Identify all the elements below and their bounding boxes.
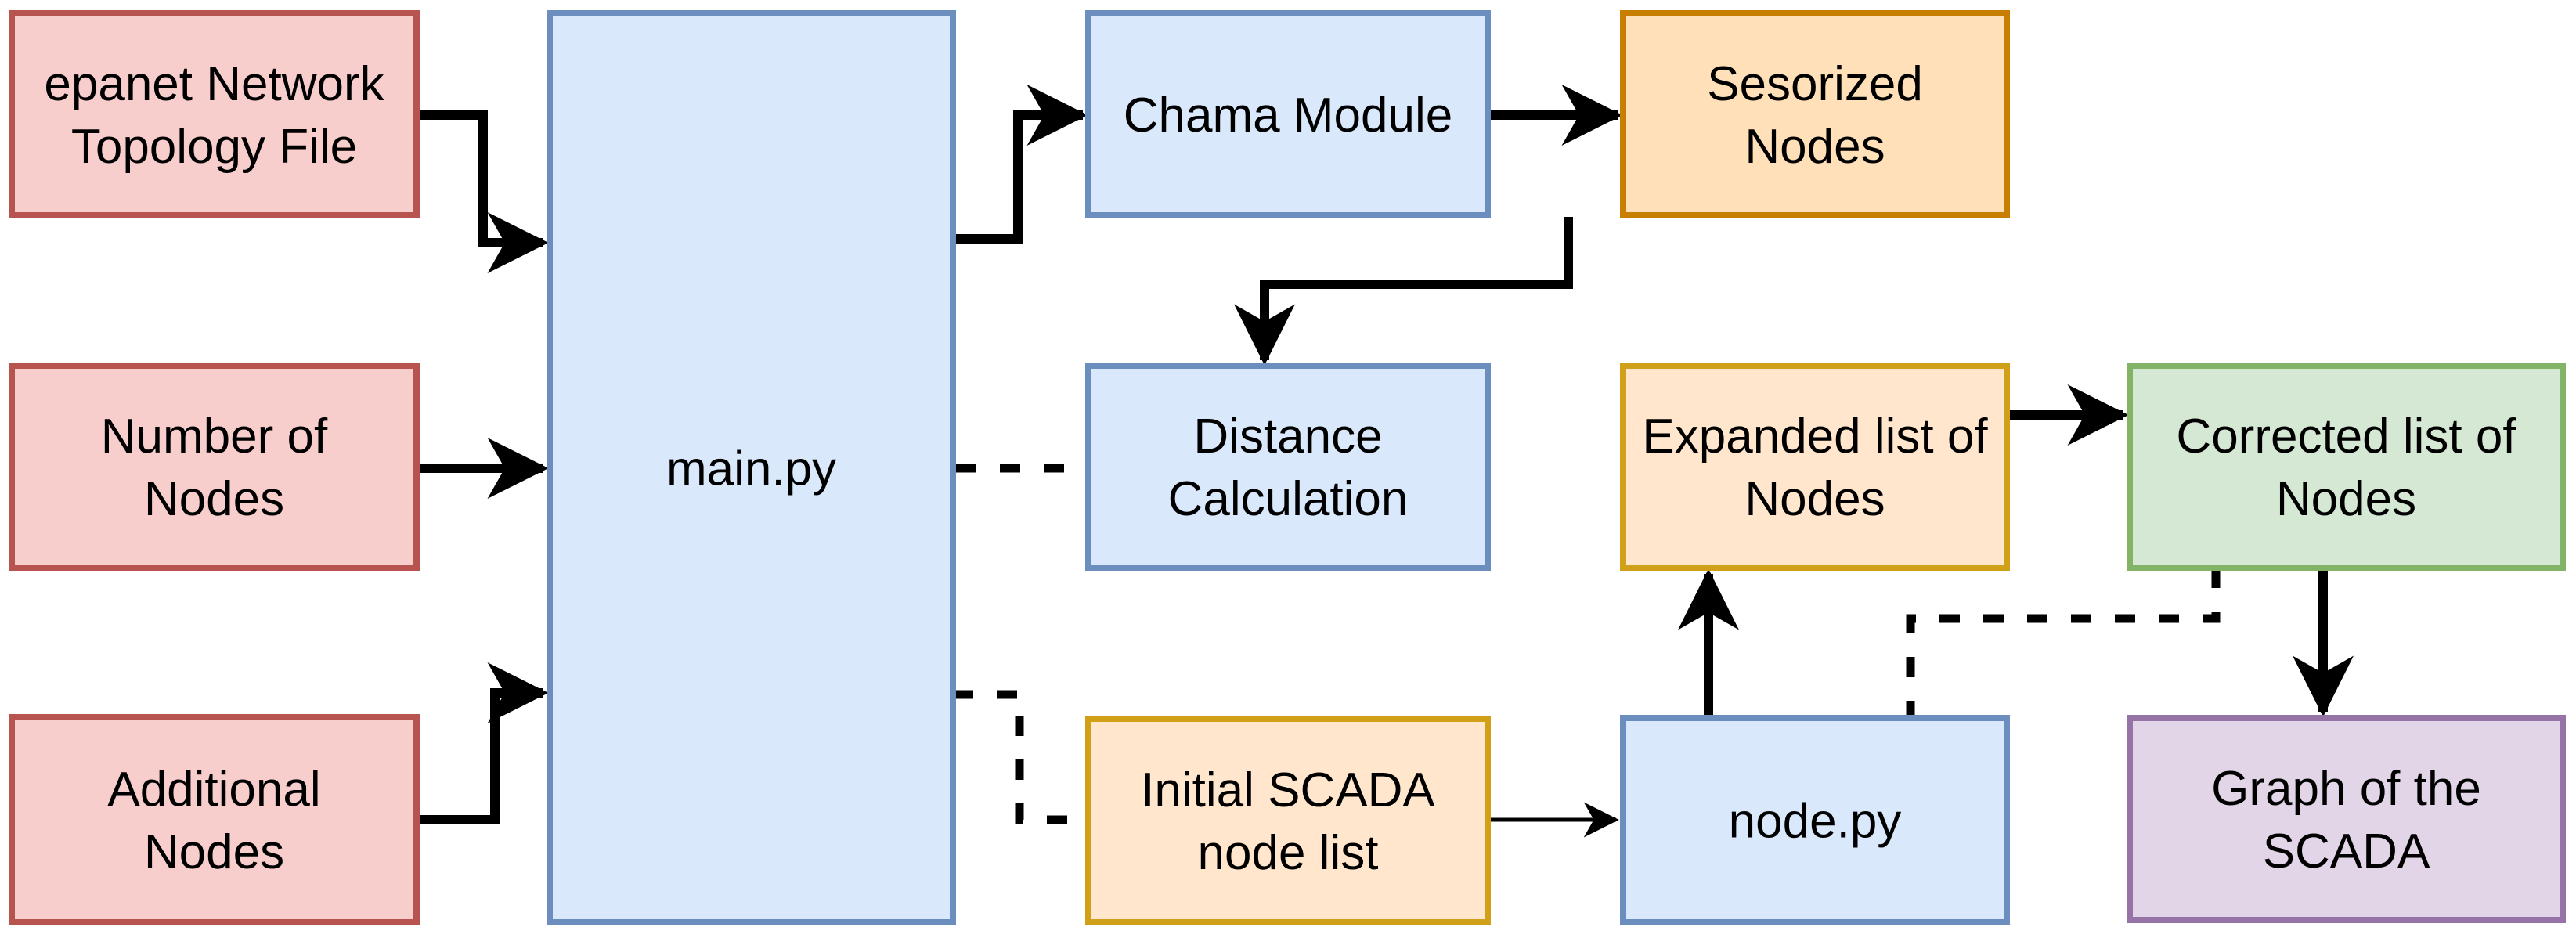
node-main-py-box (547, 10, 956, 925)
edge-main-to-chama (953, 85, 1088, 244)
edge-additional-to-main (417, 662, 549, 824)
node-main-py: main.py (547, 10, 956, 925)
node-chama-module: Chama Module (1085, 10, 1491, 218)
edge-epanet-to-main (417, 110, 549, 273)
node-chama-module-box (1085, 10, 1491, 218)
edge-corrected-to-nodepy (1906, 568, 2221, 715)
node-node-py-label: node.py (1729, 795, 1902, 849)
node-sesorized-nodes-box (1620, 10, 2010, 218)
node-corrected-list-box (2127, 363, 2566, 571)
node-additional-nodes-box (9, 714, 420, 925)
node-chama-module-label: Chama Module (1124, 88, 1452, 143)
node-graph-scada-box (2127, 715, 2566, 923)
edges-layer (417, 85, 2354, 838)
node-node-py-box (1620, 715, 2010, 925)
edge-main-to-initial (953, 690, 1085, 824)
node-node-py: node.py (1620, 715, 2010, 925)
node-initial-scada-box (1085, 716, 1491, 925)
node-distance-calc-box (1085, 363, 1491, 571)
node-expanded-list-box (1620, 363, 2010, 571)
edge-sesorized-to-distance (1234, 217, 1573, 366)
node-main-py-label: main.py (666, 442, 836, 496)
node-number-of-nodes-box (9, 363, 420, 571)
node-epanet-file-box (9, 10, 420, 218)
